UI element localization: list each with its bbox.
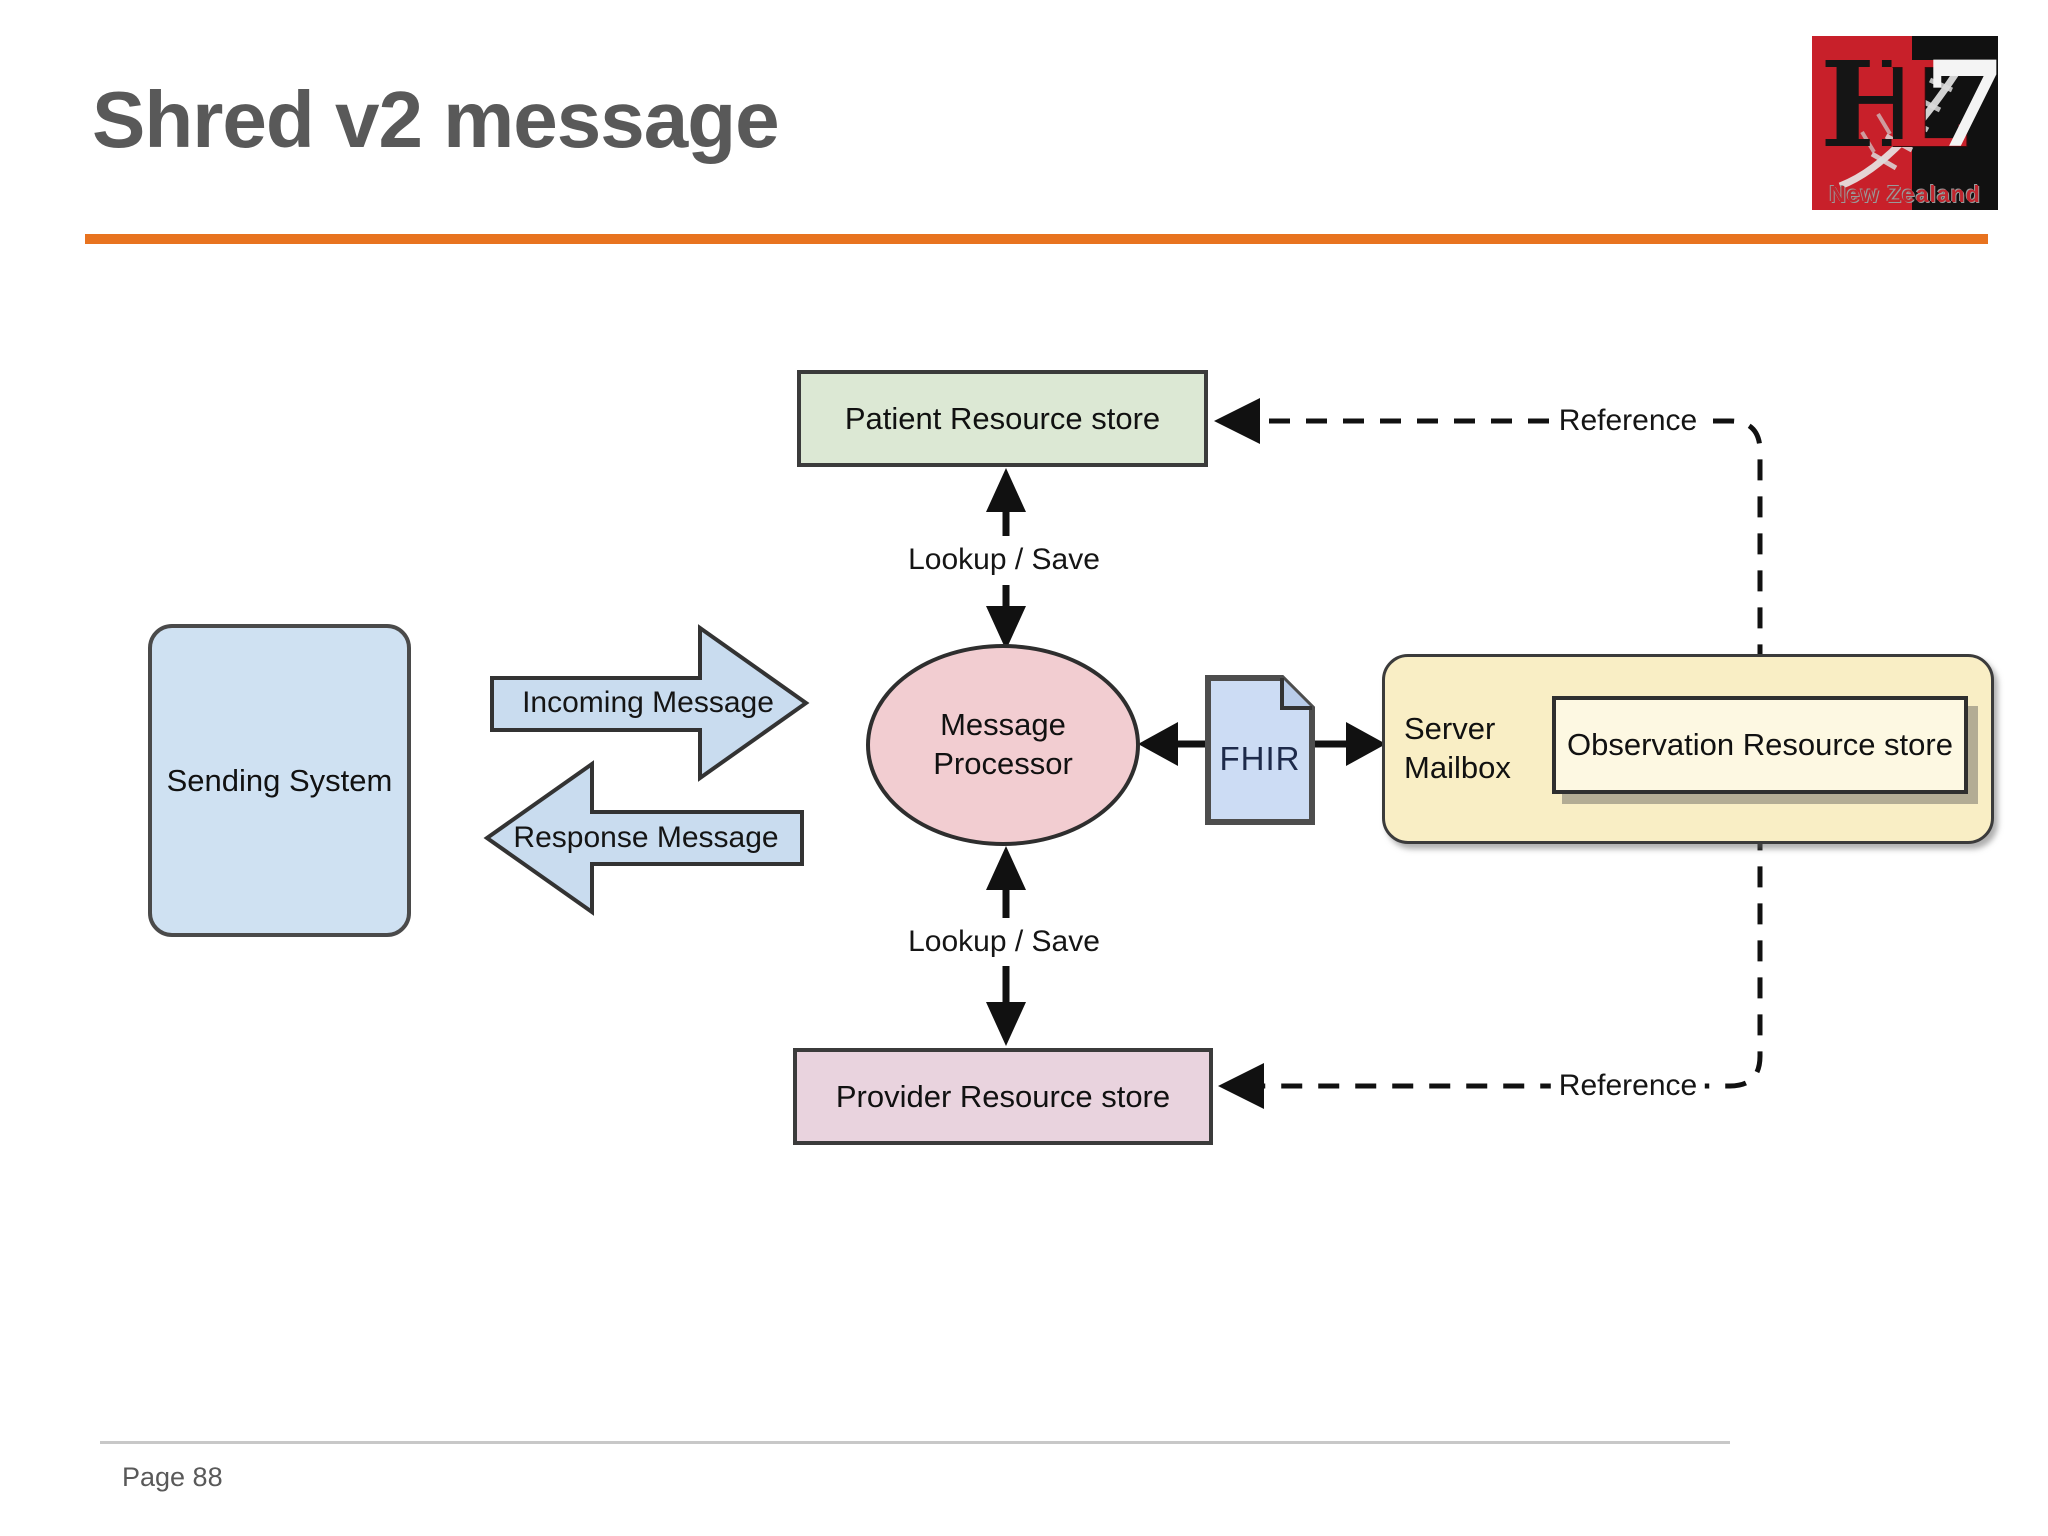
fhir-document-node: FHIR xyxy=(1204,674,1316,826)
observation-resource-store-node: Observation Resource store xyxy=(1552,696,1968,794)
arrowhead-up-icon xyxy=(986,846,1026,890)
arrowhead-down-icon xyxy=(986,1002,1026,1046)
incoming-message-arrow xyxy=(490,624,810,782)
response-message-label: Response Message xyxy=(513,821,779,854)
patient-resource-store-node: Patient Resource store xyxy=(797,370,1208,467)
reference-bottom-label: Reference xyxy=(1550,1067,1706,1105)
lookup-save-bottom-label: Lookup / Save xyxy=(908,925,1100,958)
title-accent-rule xyxy=(85,234,1988,244)
message-processor-node: Message Processor xyxy=(866,644,1140,846)
provider-resource-store-node: Provider Resource store xyxy=(793,1048,1213,1145)
logo-red-panel xyxy=(1812,36,1913,210)
arrowhead-left-icon xyxy=(1214,398,1260,444)
logo-region-label: New Zealand xyxy=(1829,181,1981,207)
page-title: Shred v2 message xyxy=(92,75,780,164)
page-number-label: Page 88 xyxy=(122,1462,223,1492)
arrowhead-right-icon xyxy=(1346,722,1386,766)
fhir-label: FHIR xyxy=(1219,740,1301,778)
silver-fern-icon xyxy=(1838,62,1965,190)
incoming-message-label: Incoming Message xyxy=(522,686,774,719)
server-mailbox-label: Server Mailbox xyxy=(1404,711,1511,785)
document-icon xyxy=(1205,675,1315,825)
lookup-save-top-label: Lookup / Save xyxy=(908,543,1100,576)
reference-top-label: Reference xyxy=(1550,402,1706,440)
arrowhead-left-icon xyxy=(1218,1063,1264,1109)
logo-letter-7: 7 xyxy=(1924,36,1998,174)
footer-divider xyxy=(100,1441,1730,1444)
logo-letter-h: H xyxy=(1820,36,1932,174)
hl7-nz-logo: H L 7 New Zealand xyxy=(1812,36,1998,210)
arrowhead-down-icon xyxy=(986,606,1026,650)
sending-system-node: Sending System xyxy=(148,624,411,937)
logo-letter-l: L xyxy=(1886,36,1969,174)
logo-letters: H L 7 xyxy=(1812,36,1998,204)
arrowhead-left-icon xyxy=(1138,722,1178,766)
reference-dashed-line xyxy=(1232,418,1763,1089)
response-message-arrow xyxy=(483,760,804,916)
arrowhead-up-icon xyxy=(986,468,1026,512)
